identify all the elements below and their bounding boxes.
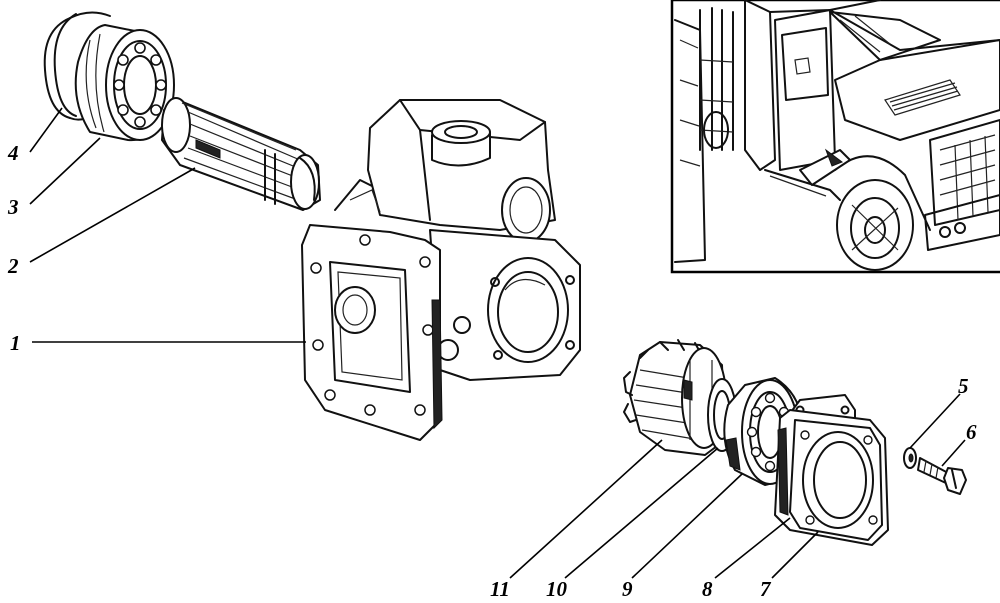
part-2-splined-shaft <box>161 97 321 211</box>
callout-5: 5 <box>958 374 969 398</box>
leader-6 <box>941 439 966 467</box>
leader-7 <box>771 531 819 579</box>
leader-lines <box>29 107 966 579</box>
truck-inset <box>670 0 1000 274</box>
part-1-housing <box>301 99 581 441</box>
leader-3 <box>29 137 101 205</box>
part-3-ball-bearing-left <box>74 24 175 142</box>
callout-labels: 4 3 2 1 5 6 11 10 9 8 7 <box>7 141 977 601</box>
callout-8: 8 <box>702 577 713 601</box>
callout-3: 3 <box>7 195 19 219</box>
leader-4 <box>29 107 63 153</box>
callout-9: 9 <box>622 577 633 601</box>
leader-11 <box>509 439 663 579</box>
leader-10 <box>564 447 719 579</box>
callout-2: 2 <box>7 254 19 278</box>
part-7-cover-flange <box>774 409 889 546</box>
part-6-bolt <box>917 457 967 495</box>
callout-4: 4 <box>7 141 19 165</box>
leader-9 <box>631 473 743 579</box>
callout-10: 10 <box>546 577 568 601</box>
leader-8 <box>714 517 791 579</box>
leader-2 <box>29 167 196 263</box>
callout-1: 1 <box>10 331 21 355</box>
callout-11: 11 <box>490 577 510 601</box>
callout-7: 7 <box>760 577 772 601</box>
part-5-lock-washer <box>903 447 917 469</box>
part-4-snap-ring <box>43 11 111 121</box>
leader-5 <box>909 393 961 449</box>
callout-6: 6 <box>966 420 977 444</box>
